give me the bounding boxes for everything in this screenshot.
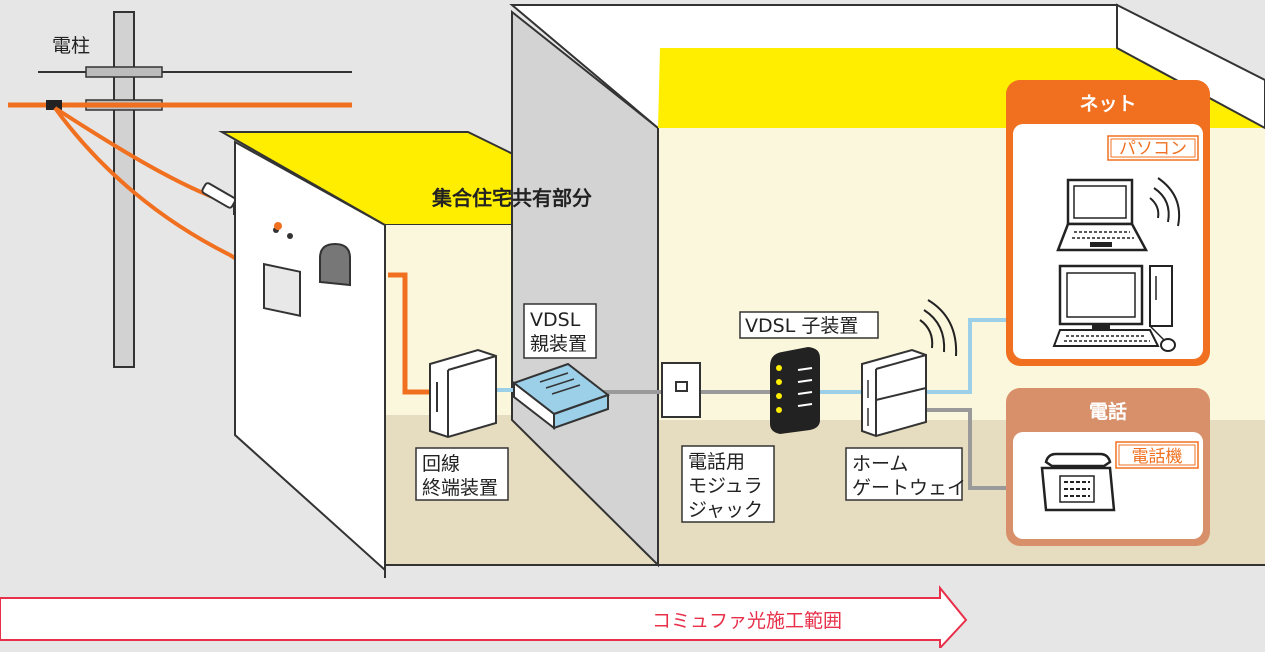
vdsl-parent-label-line1: VDSL xyxy=(530,309,581,331)
ont-label-line1: 回線 xyxy=(422,453,460,475)
wifi-icon xyxy=(919,299,958,357)
outlet-box-icon xyxy=(319,242,351,287)
hgw-label-line2: ゲートウェイ xyxy=(852,477,966,499)
vdsl-child-icon xyxy=(770,347,820,434)
net-title: ネット xyxy=(1079,93,1136,115)
scope-label: コミュファ光施工範囲 xyxy=(652,610,842,632)
ont-label-line2: 終端装置 xyxy=(422,477,498,499)
hgw-label-line1: ホーム xyxy=(852,453,908,475)
pc-label-box xyxy=(1107,135,1199,161)
modular-label-line3: ジャック xyxy=(688,499,763,521)
vdsl-child-label: VDSL 子装置 xyxy=(745,315,858,337)
phone-label: 電話機 xyxy=(1132,447,1183,467)
telephone-icon xyxy=(1040,452,1116,512)
shared-area-label: 集合住宅共有部分 xyxy=(431,186,592,210)
vdsl-parent-icon xyxy=(511,362,611,431)
modular-label-line1: 電話用 xyxy=(688,451,745,473)
hgw-label-box xyxy=(845,447,963,501)
vdsl-parent-label-line2: 親装置 xyxy=(530,333,587,355)
scope-arrow xyxy=(0,585,968,651)
wifi-icon xyxy=(1149,177,1180,227)
phone-label-box xyxy=(1115,441,1199,469)
ont-label-box xyxy=(415,447,509,501)
laptop-icon xyxy=(1056,178,1149,252)
terminal-box-icon xyxy=(263,222,301,317)
modular-label-line2: モジュラ xyxy=(688,475,763,497)
ont-icon xyxy=(429,348,497,439)
pc-label: パソコン xyxy=(1119,139,1187,159)
phone-title: 電話 xyxy=(1089,400,1127,423)
modular-label-box xyxy=(681,445,775,523)
desktop-pc-icon xyxy=(1052,264,1176,352)
pole-label: 電柱 xyxy=(52,35,90,57)
vdsl-child-label-box xyxy=(739,311,879,339)
modular-jack-icon xyxy=(661,362,701,418)
vdsl-parent-label-box xyxy=(523,303,597,359)
home-gateway-icon xyxy=(861,348,927,438)
